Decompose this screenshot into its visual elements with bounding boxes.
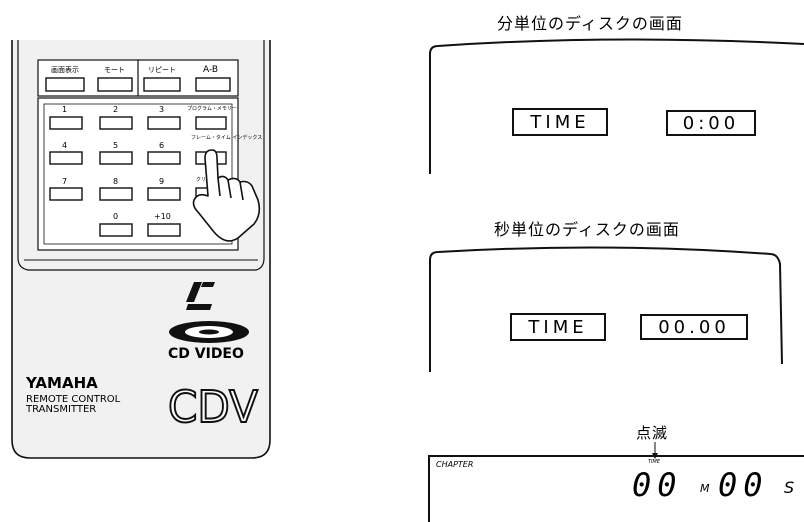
key-0-label: 0 [113,212,118,221]
remote-subtitle-line2: TRANSMITTER [25,404,96,415]
second-screen-frame [429,246,783,372]
seconds-digits: 00 [718,466,769,504]
ab-button[interactable] [195,77,231,92]
key-8-button[interactable] [99,187,133,201]
key-6-button[interactable] [147,151,181,165]
top-buttons [45,77,231,92]
frame-time-index-label: フレーム・タイム インデックス [191,134,262,141]
repeat-button-label: リピート [148,66,176,74]
key-7-label: 7 [62,177,67,186]
key-9-label: 9 [159,177,164,186]
display-button-label: 画面表示 [51,65,79,74]
clear-label: クリ [196,177,206,183]
remote-control-illustration: 画面表示 モート リピート A-B 1 2 3 プログラム・メモリー 4 5 6… [11,40,271,459]
mode-button[interactable] [97,77,133,92]
minute-time-label: TIME [512,108,608,136]
seconds-unit: S [784,478,795,497]
pointing-hand-icon [192,149,261,242]
key-7-button[interactable] [49,187,83,201]
brand-name: YAMAHA [25,374,98,392]
blink-caption: 点滅 [636,424,669,442]
key-8-label: 8 [113,177,118,186]
time-indicator-small: TIME [648,459,661,465]
second-disc-caption: 秒単位のディスクの画面 [494,220,680,239]
laservision-logo [186,282,215,310]
key-1-label: 1 [62,105,67,114]
key-6-label: 6 [159,141,164,150]
cd-video-disc-icon [169,321,249,343]
minutes-digits: 00 [632,466,683,504]
key-plus10-button[interactable] [147,223,181,237]
cd-video-logo-text: CD VIDEO [168,346,244,362]
minute-time-value: 0:00 [666,110,756,136]
display-button[interactable] [45,77,85,92]
minute-screen-frame [429,38,804,174]
key-9-button[interactable] [147,187,181,201]
key-4-label: 4 [62,141,67,150]
chapter-label: CHAPTER [436,460,474,469]
remote-subtitle-line1: REMOTE CONTROL [26,394,121,405]
key-2-label: 2 [113,105,118,114]
minutes-unit: M [700,482,710,495]
second-time-label: TIME [510,313,606,341]
model-name: CDV [168,382,258,433]
minute-disc-caption: 分単位のディスクの画面 [497,14,683,33]
key-2-button[interactable] [99,116,133,130]
key-3-label: 3 [159,105,164,114]
player-display-panel [428,455,804,522]
ab-button-label: A-B [203,65,218,75]
key-5-button[interactable] [99,151,133,165]
frame-time-index-label-text: フレーム・タイム インデックス [191,134,262,141]
second-time-value: 00.00 [640,314,748,340]
mode-button-label: モート [104,66,125,74]
key-1-button[interactable] [49,116,83,130]
program-memory-label: プログラム・メモリー [187,105,237,112]
key-plus10-label: +10 [154,212,171,221]
key-3-button[interactable] [147,116,181,130]
key-5-label: 5 [113,141,118,150]
key-0-button[interactable] [99,223,133,237]
key-4-button[interactable] [49,151,83,165]
repeat-button[interactable] [143,77,181,92]
program-memory-button[interactable] [195,116,227,130]
